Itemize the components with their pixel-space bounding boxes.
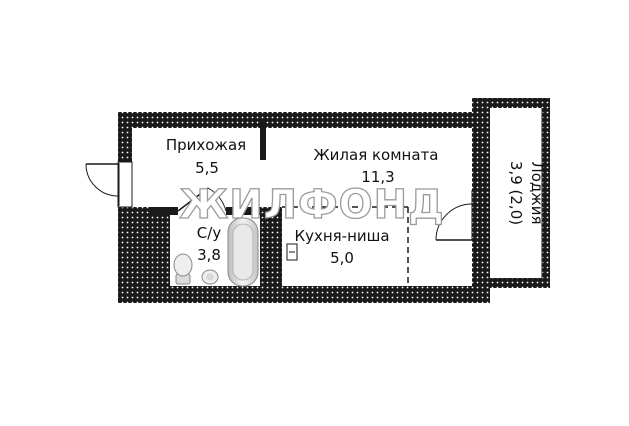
watermark-logo: ЖИЛФОНД (179, 182, 444, 228)
kitchen-name: Кухня-ниша (294, 227, 389, 245)
bathroom-name: С/у (197, 224, 222, 242)
washbasin-icon (201, 269, 219, 285)
living-room-area: 11,3 (361, 168, 394, 186)
loggia (472, 98, 550, 288)
loggia-area: 3,9 (2,0) (507, 161, 525, 225)
bathroom-area: 3,8 (197, 246, 221, 264)
interior-walls (150, 120, 282, 289)
hallway-area: 5,5 (195, 159, 219, 177)
loggia-name: Лоджия (528, 161, 546, 224)
entrance-door-icon (85, 161, 133, 208)
hallway-name: Прихожая (166, 136, 246, 154)
kitchen-area: 5,0 (330, 249, 354, 267)
toilet-icon (173, 253, 193, 285)
bathtub-icon (227, 217, 259, 287)
balcony-door-icon (435, 190, 473, 241)
sink-icon (286, 243, 298, 261)
bathroom-door-icon (177, 187, 227, 212)
kitchen-niche-outline (282, 206, 409, 286)
living-room-name: Жилая комната (314, 146, 439, 164)
